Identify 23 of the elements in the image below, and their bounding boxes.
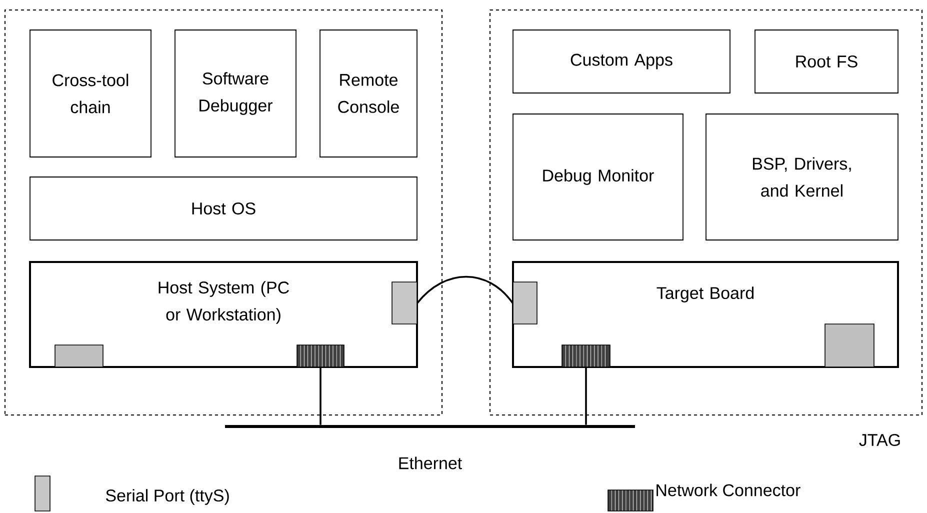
software-box: Root FS (754, 30, 898, 94)
os-box: Host OS (30, 176, 418, 240)
software-box: Custom Apps (512, 30, 730, 94)
dashed-frame (4, 10, 442, 416)
network-cable (320, 367, 322, 425)
legend-label: Network Connector (656, 484, 800, 496)
network-cable (585, 367, 587, 425)
software-box: BSP, Drivers, and Kernel (706, 114, 898, 240)
network-connector (296, 344, 344, 368)
software-box: Software Debugger (174, 30, 296, 158)
system-box: Host System (PC or Workstation) (29, 261, 418, 368)
network-connector (562, 344, 610, 368)
board-box: Target Board (512, 261, 899, 368)
port-label: JTAG (859, 434, 900, 446)
software-box: Remote Console (320, 30, 418, 158)
bus-label: Ethernet (399, 456, 462, 470)
serial-cable (416, 276, 514, 304)
legend-label: Serial Port (ttyS) (106, 489, 229, 505)
serial-port (512, 282, 538, 324)
dashed-frame (490, 10, 922, 416)
software-box: Debug Monitor (512, 114, 684, 240)
software-box: Cross-tool chain (30, 30, 152, 158)
serial-port (392, 282, 418, 324)
